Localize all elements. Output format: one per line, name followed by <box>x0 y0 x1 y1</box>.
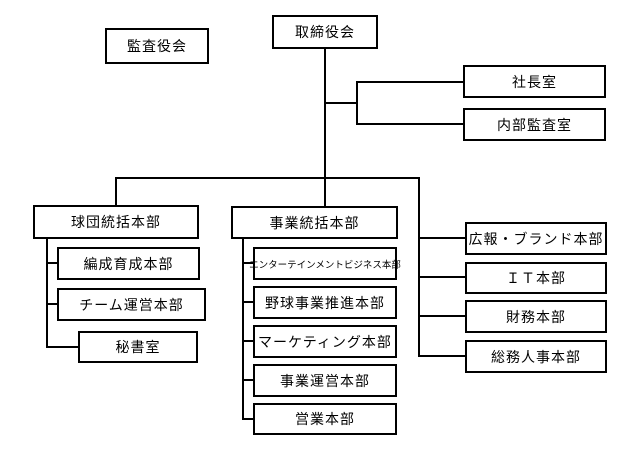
connector-baseball-promo <box>244 301 253 303</box>
node-board-of-directors: 取締役会 <box>272 15 378 49</box>
node-entertainment-business: エンターテインメントビジネス本部 <box>249 247 401 280</box>
node-baseball-promotion: 野球事業推進本部 <box>253 286 397 319</box>
node-general-affairs-hr: 総務人事本部 <box>465 340 607 373</box>
connector-secretary <box>48 346 78 348</box>
connector-it <box>420 276 465 278</box>
node-business-hq: 事業統括本部 <box>231 206 398 239</box>
node-roster-dev: 編成育成本部 <box>57 247 200 280</box>
connector-exec-branch-stub <box>326 102 358 104</box>
connector-finance <box>420 315 465 317</box>
connector-board-main-vertical <box>324 48 326 206</box>
connector-team-ops <box>48 303 57 305</box>
node-sales: 営業本部 <box>253 403 397 435</box>
node-team-hq: 球団統括本部 <box>33 205 199 239</box>
connector-exec-branch-vertical <box>356 81 358 125</box>
connector-right-column-vertical <box>418 177 420 357</box>
connector-internal-audit <box>356 123 463 125</box>
node-finance: 財務本部 <box>465 300 607 333</box>
connector-business-subtree-vertical <box>242 238 244 420</box>
node-internal-audit: 内部監査室 <box>463 108 606 141</box>
node-audit-board: 監査役会 <box>105 28 209 64</box>
node-marketing: マーケティング本部 <box>253 325 397 358</box>
node-it: ＩＴ本部 <box>465 262 607 294</box>
node-secretary-office: 秘書室 <box>78 331 198 363</box>
connector-team-hq-drop <box>115 177 117 205</box>
connector-entertainment <box>244 262 253 264</box>
connector-team-subtree-vertical <box>46 239 48 348</box>
node-pr-brand: 広報・ブランド本部 <box>465 222 607 255</box>
node-business-ops: 事業運営本部 <box>253 364 397 397</box>
connector-roster-dev <box>48 262 57 264</box>
node-president-office: 社長室 <box>463 65 606 98</box>
connector-marketing <box>244 340 253 342</box>
connector-sales <box>244 418 253 420</box>
connector-second-tier-horizontal <box>115 177 420 179</box>
connector-president-office <box>356 81 463 83</box>
connector-general-hr <box>420 355 465 357</box>
connector-business-ops <box>244 379 253 381</box>
connector-pr-brand <box>420 237 465 239</box>
node-team-ops: チーム運営本部 <box>57 288 206 321</box>
